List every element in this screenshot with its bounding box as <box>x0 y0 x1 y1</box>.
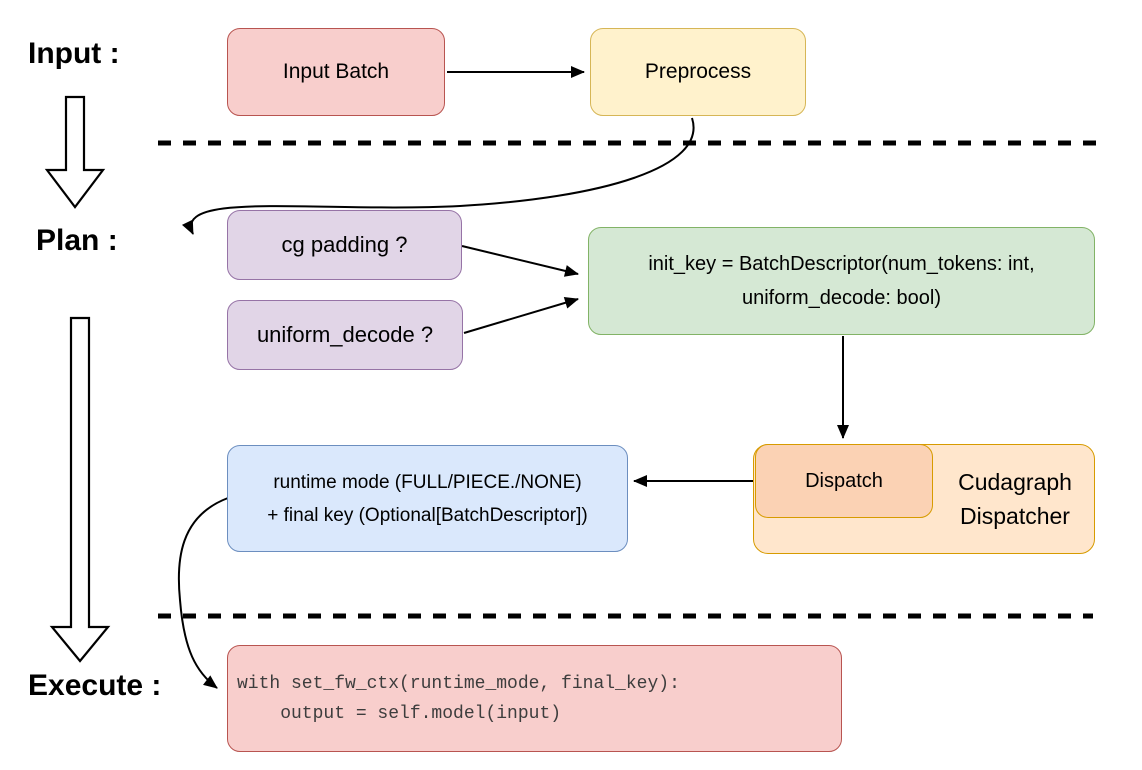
execute-code-line2: output = self.model(input) <box>237 703 562 724</box>
node-cg-padding-label: cg padding ? <box>281 231 408 257</box>
node-dispatch: Dispatch <box>755 444 933 518</box>
node-preprocess: Preprocess <box>590 28 806 116</box>
node-runtime-line1: runtime mode (FULL/PIECE./NONE) <box>273 471 582 493</box>
node-input-batch: Input Batch <box>227 28 445 116</box>
node-init-key-line2: uniform_decode: bool) <box>741 287 941 309</box>
stage-label-execute: Execute : <box>28 669 162 702</box>
node-init-key-line1: init_key = BatchDescriptor(num_tokens: i… <box>648 253 1035 275</box>
arrow-cg-padding-to-init-key <box>461 245 579 277</box>
node-uniform-decode-label: uniform_decode ? <box>256 321 434 347</box>
node-input-batch-label: Input Batch <box>282 60 390 84</box>
node-uniform-decode: uniform_decode ? <box>227 300 463 370</box>
input-stage-arrow-icon <box>44 95 106 209</box>
cudagraph-dispatcher-label: Cudagraph Dispatcher <box>934 445 1096 553</box>
arrow-runtime-to-code <box>177 497 229 689</box>
node-runtime-mode: runtime mode (FULL/PIECE./NONE) + final … <box>227 445 628 552</box>
node-execute-code: with set_fw_ctx(runtime_mode, final_key)… <box>227 645 842 752</box>
arrow-uniform-decode-to-init-key <box>463 296 579 334</box>
stage-label-input: Input : <box>28 37 120 70</box>
execute-code-line1: with set_fw_ctx(runtime_mode, final_key)… <box>237 673 680 694</box>
cudagraph-dispatcher-line2: Dispatcher <box>960 503 1070 529</box>
plan-stage-arrow-icon <box>49 316 111 663</box>
node-cg-padding: cg padding ? <box>227 210 462 280</box>
node-runtime-line2: + final key (Optional[BatchDescriptor]) <box>267 504 588 526</box>
node-init-key: init_key = BatchDescriptor(num_tokens: i… <box>588 227 1095 335</box>
node-preprocess-label: Preprocess <box>644 60 752 84</box>
cudagraph-dispatcher-line1: Cudagraph <box>958 469 1072 495</box>
stage-label-plan: Plan : <box>36 224 118 257</box>
node-dispatch-label: Dispatch <box>805 470 883 492</box>
